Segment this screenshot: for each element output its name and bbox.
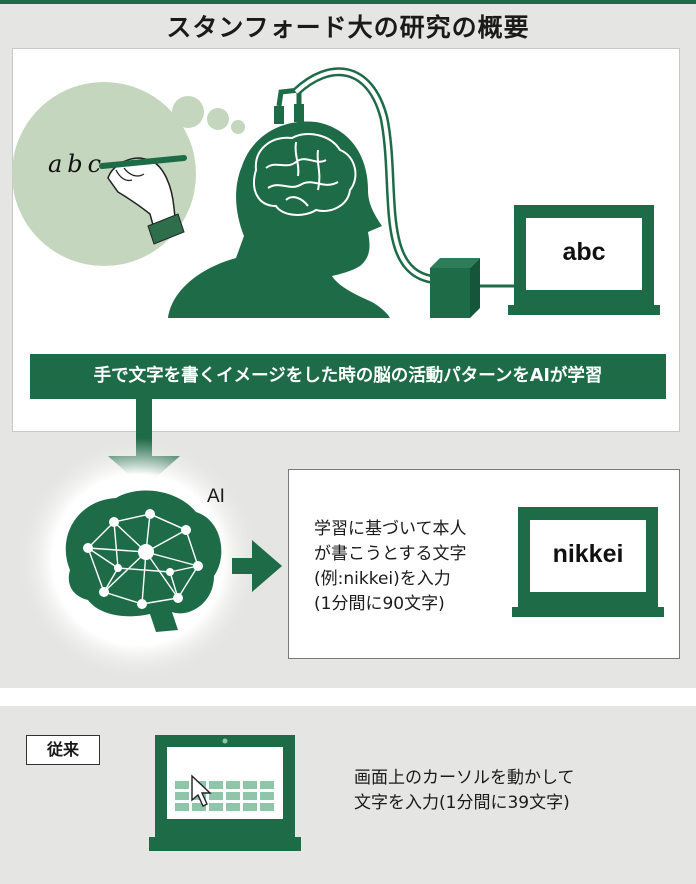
legacy-laptop (149, 735, 301, 851)
electrode-icon (274, 87, 304, 124)
ai-label: AI (207, 486, 225, 507)
ai-description-line-2: が書こうとする文字 (314, 544, 467, 564)
legacy-description-line-1: 画面上のカーソルを動かして (354, 768, 575, 788)
cursor-arrow-icon (191, 774, 212, 807)
right-arrow (232, 540, 282, 592)
brain-icon (253, 133, 357, 216)
cable (292, 67, 439, 285)
ai-description-line-4: (1分間に90文字) (314, 594, 445, 614)
thought-bubble (12, 82, 245, 266)
diagram-title: スタンフォード大の研究の概要 (166, 13, 530, 42)
banner-text: 手で文字を書くイメージをした時の脳の活動パターンをAIが学習 (30, 354, 666, 399)
ai-brain-icon (65, 490, 222, 632)
decoder-box (430, 258, 480, 318)
laptop-1 (508, 205, 660, 315)
monitor-1-text: abc (562, 238, 606, 266)
section-separator (0, 688, 696, 706)
laptop-2 (512, 507, 664, 617)
writing-hand-icon (99, 155, 187, 245)
ai-description-line-3: (例:nikkei)を入力 (314, 569, 451, 589)
head-silhouette (168, 121, 390, 318)
ai-output-panel (288, 469, 680, 659)
ai-description-line-1: 学習に基づいて本人 (314, 519, 467, 539)
legacy-label: 従来 (26, 735, 100, 765)
handwriting-sample: abc (48, 150, 107, 178)
legacy-description-line-2: 文字を入力(1分間に39文字) (354, 793, 570, 813)
legacy-section (0, 706, 696, 884)
monitor-2-text: nikkei (552, 540, 624, 568)
top-rule (0, 0, 696, 4)
